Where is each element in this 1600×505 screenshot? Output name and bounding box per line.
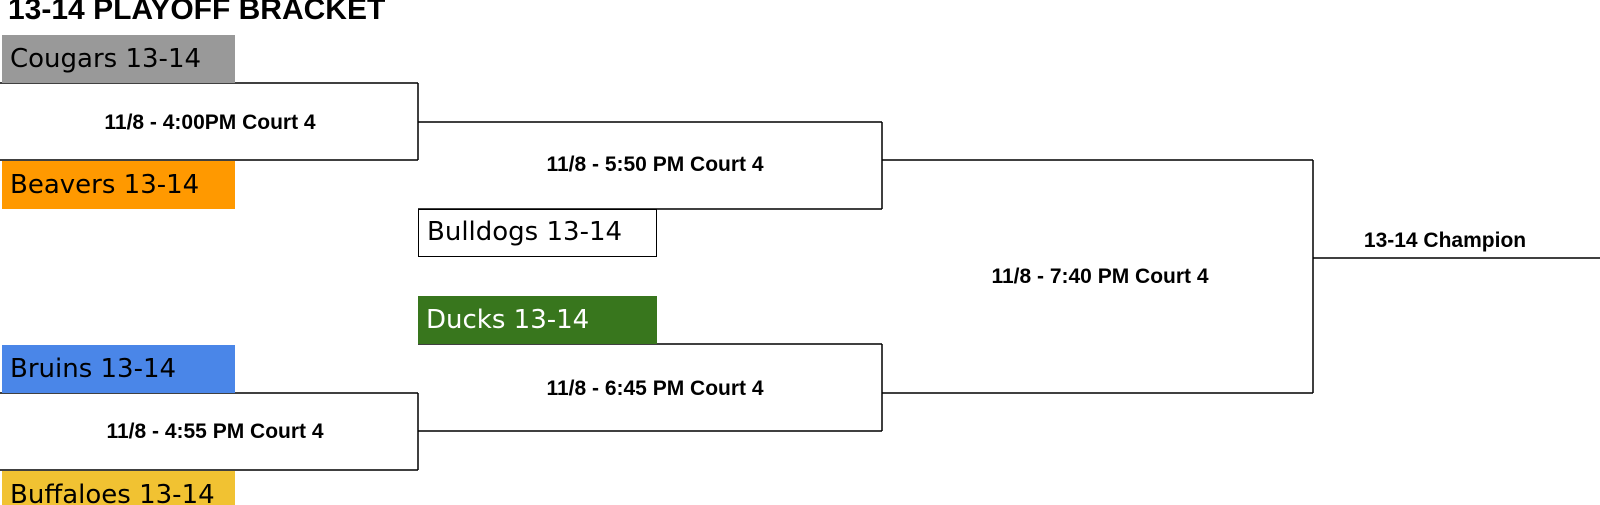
game3-label: 11/8 - 6:45 PM Court 4 — [546, 377, 764, 400]
bracket-title: 13-14 PLAYOFF BRACKET — [8, 0, 386, 26]
game2-label: 11/8 - 5:50 PM Court 4 — [546, 153, 764, 176]
team-ducks: Ducks 13-14 — [418, 296, 657, 344]
team-bulldogs: Bulldogs 13-14 — [418, 209, 657, 257]
team-cougars: Cougars 13-14 — [2, 35, 235, 83]
game1-label: 11/8 - 4:00PM Court 4 — [104, 111, 316, 134]
team-beavers: Beavers 13-14 — [2, 161, 235, 209]
final-label: 11/8 - 7:40 PM Court 4 — [991, 265, 1209, 288]
team-buffaloes: Buffaloes 13-14 — [2, 471, 235, 505]
team-bruins: Bruins 13-14 — [2, 345, 235, 393]
champion-label: 13-14 Champion — [1363, 229, 1527, 252]
game4-label: 11/8 - 4:55 PM Court 4 — [106, 420, 324, 443]
